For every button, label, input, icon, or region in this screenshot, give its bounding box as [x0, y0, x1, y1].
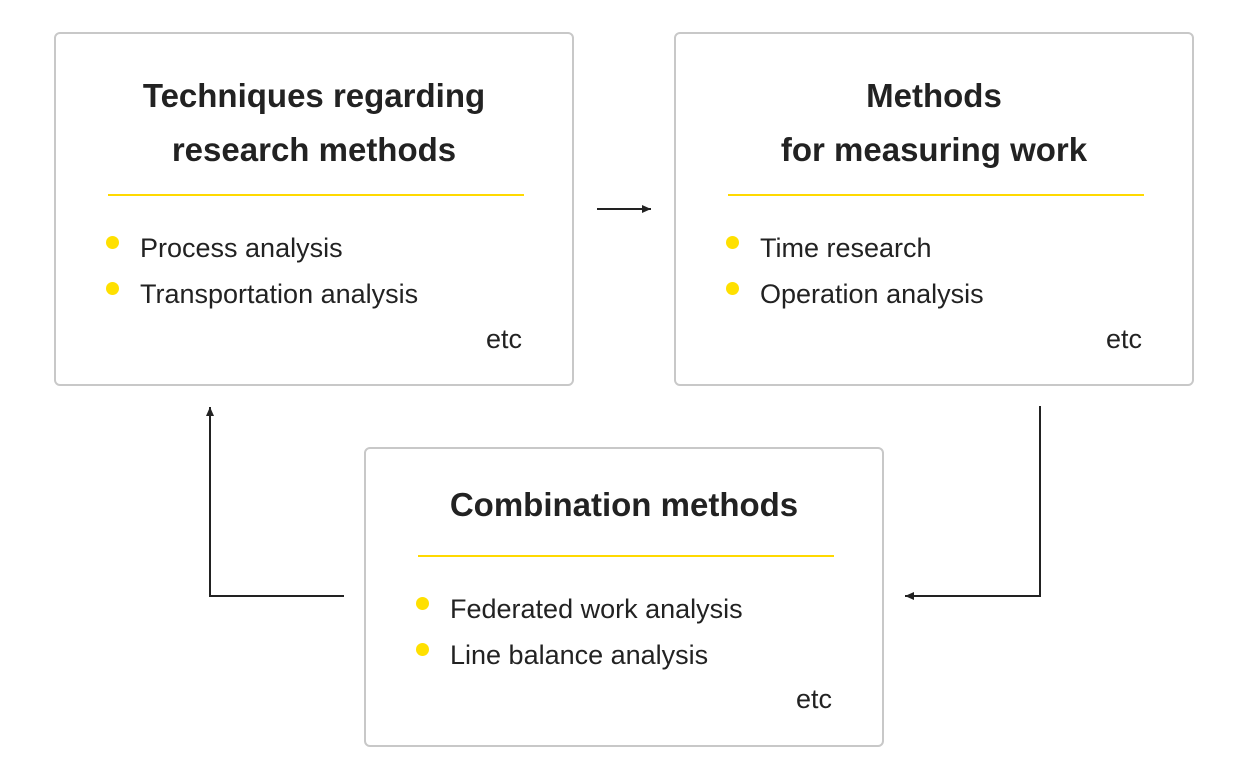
accent-divider	[108, 194, 524, 196]
title-line: Techniques regarding	[142, 77, 486, 114]
list-item: Line balance analysis	[416, 632, 743, 678]
title-line: Methods	[866, 77, 1002, 114]
list-item-label: Federated work analysis	[450, 594, 743, 624]
accent-divider	[418, 555, 834, 557]
bullet-icon	[416, 597, 429, 610]
item-list: Process analysis Transportation analysis	[106, 225, 418, 317]
etc-note: etc	[795, 684, 832, 714]
list-item-label: Process analysis	[140, 233, 343, 263]
accent-divider	[728, 194, 1144, 196]
bullet-icon	[106, 236, 119, 249]
list-item: Process analysis	[106, 225, 418, 271]
box-title: Methods for measuring work	[676, 69, 1192, 177]
box-title: Combination methods	[366, 478, 882, 532]
etc-note: etc	[1105, 324, 1142, 354]
measuring-work-box: Methods for measuring work Time research…	[674, 32, 1194, 386]
list-item-label: Operation analysis	[760, 279, 984, 309]
list-item-label: Transportation analysis	[140, 279, 419, 309]
title-line: for measuring work	[780, 131, 1088, 168]
combination-methods-box: Combination methods Federated work analy…	[364, 447, 884, 747]
arrow-box2-to-box3	[905, 406, 1041, 600]
list-item: Operation analysis	[726, 271, 984, 317]
list-item-label: Time research	[760, 233, 932, 263]
list-item: Transportation analysis	[106, 271, 418, 317]
box-title: Techniques regarding research methods	[56, 69, 572, 177]
list-item: Time research	[726, 225, 984, 271]
bullet-icon	[106, 282, 119, 295]
etc-note: etc	[485, 324, 522, 354]
bullet-icon	[416, 643, 429, 656]
bullet-icon	[726, 282, 739, 295]
title-line: research methods	[171, 131, 457, 168]
research-methods-box: Techniques regarding research methods Pr…	[54, 32, 574, 386]
arrow-box3-to-box1	[206, 407, 344, 597]
bullet-icon	[726, 236, 739, 249]
item-list: Time research Operation analysis	[726, 225, 984, 317]
title-line: Combination methods	[449, 486, 799, 523]
list-item-label: Line balance analysis	[450, 640, 709, 670]
item-list: Federated work analysis Line balance ana…	[416, 586, 743, 678]
list-item: Federated work analysis	[416, 586, 743, 632]
